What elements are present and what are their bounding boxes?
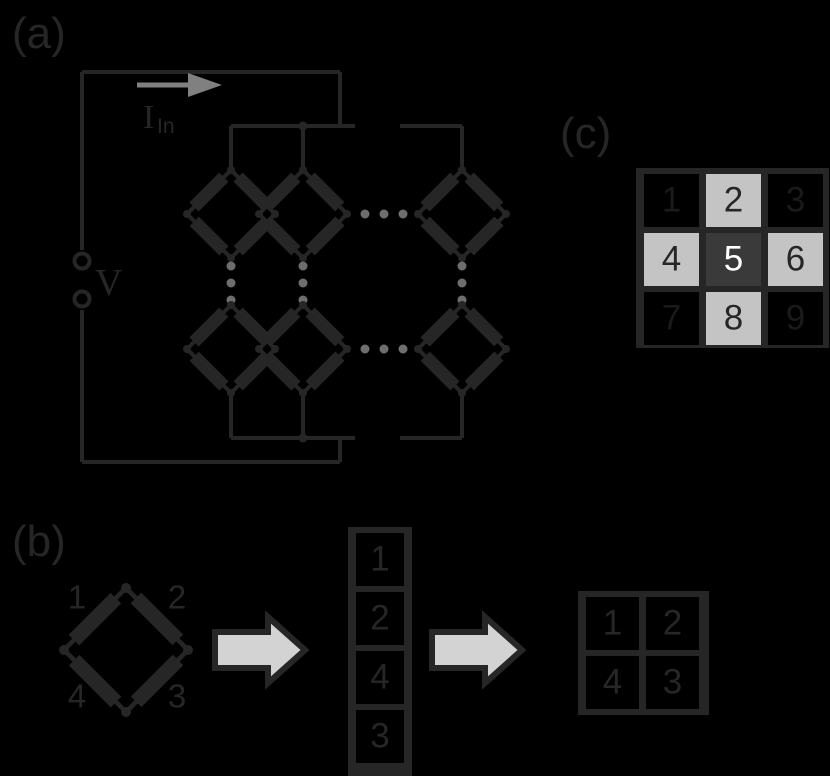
grid-cell-1-bg[interactable] [644,174,699,227]
arrow-right-2-icon [429,610,527,690]
grid-cell-8-bg[interactable] [706,292,761,345]
diamond-top-1 [182,165,279,262]
grid-cell-5-bg[interactable] [706,233,761,286]
diamond-bottom-3 [413,300,510,397]
panel-b-matrix: 1 2 4 3 [578,591,709,715]
current-label-sub: In [157,115,175,138]
grid-cell-7-bg[interactable] [644,292,699,345]
vector-cell-0-bg[interactable] [356,533,404,586]
vector-cell-0-label: 1 [370,539,389,578]
grid-cell-5-label: 5 [724,239,743,278]
edge-label-3: 3 [168,678,186,715]
vector-cell-1-label: 2 [370,598,389,637]
grid-cell-2-bg[interactable] [706,174,761,227]
diamond-bottom-1 [182,300,279,397]
diamond-top-2 [254,165,351,262]
grid-cell-1-label: 1 [662,180,681,219]
vector-cell-1-bg[interactable] [356,592,404,645]
arrow-right-1-icon [212,610,310,690]
edge-label-1: 1 [68,579,86,616]
panel-b-diamond: 1 2 3 4 [59,579,194,718]
edge-label-4: 4 [68,678,86,715]
ellipsis-vertical-1 [226,261,236,305]
matrix-cell-1-0-bg[interactable] [586,656,639,709]
grid-cell-2-label: 2 [724,180,743,219]
junction-bottom-bus [298,433,308,443]
vector-cell-2-label: 4 [370,657,389,696]
panel-b-column-vector: 1 2 4 3 [348,527,412,776]
matrix-cell-1-0-label: 4 [603,662,622,701]
matrix-cell-0-1-label: 2 [663,603,682,642]
voltage-label: V [95,262,123,304]
current-arrow-icon [137,73,222,97]
matrix-cell-1-1-bg[interactable] [646,656,699,709]
grid-cell-9-bg[interactable] [768,292,823,345]
grid-cell-3-label: 3 [786,180,805,219]
grid-cell-6-bg[interactable] [768,233,823,286]
matrix-cell-0-1-bg[interactable] [646,597,699,650]
current-label-main: I [143,99,154,136]
terminal-v-minus [72,289,92,309]
vector-cell-3-bg[interactable] [356,710,404,763]
ellipsis-horizontal-bottom [360,344,408,354]
panel-c-grid: 1 2 3 4 5 6 7 8 9 [636,168,829,348]
matrix-cell-0-0-bg[interactable] [586,597,639,650]
grid-cell-8-label: 8 [724,298,743,337]
vector-cell-2-bg[interactable] [356,651,404,704]
ellipsis-horizontal-top [360,209,408,219]
grid-cell-6-label: 6 [786,239,805,278]
matrix-cell-1-1-label: 3 [663,662,682,701]
grid-cell-9-label: 9 [786,298,805,337]
grid-cell-4-bg[interactable] [644,233,699,286]
grid-cell-7-label: 7 [662,298,681,337]
matrix-cell-0-0-label: 1 [603,603,622,642]
diamond-top-3 [413,165,510,262]
diamond-bottom-2 [254,300,351,397]
panel-label-a: (a) [12,9,66,58]
terminal-v-plus [72,251,92,271]
grid-cell-4-label: 4 [662,239,681,278]
panel-a-circuit: V I In [72,70,511,464]
grid-cell-3-bg[interactable] [768,174,823,227]
vector-cell-3-label: 3 [370,716,389,755]
ellipsis-vertical-3 [457,261,467,305]
ellipsis-vertical-2 [298,261,308,305]
edge-label-2: 2 [168,579,186,616]
panel-label-c: (c) [560,109,611,158]
panel-label-b: (b) [12,517,66,566]
